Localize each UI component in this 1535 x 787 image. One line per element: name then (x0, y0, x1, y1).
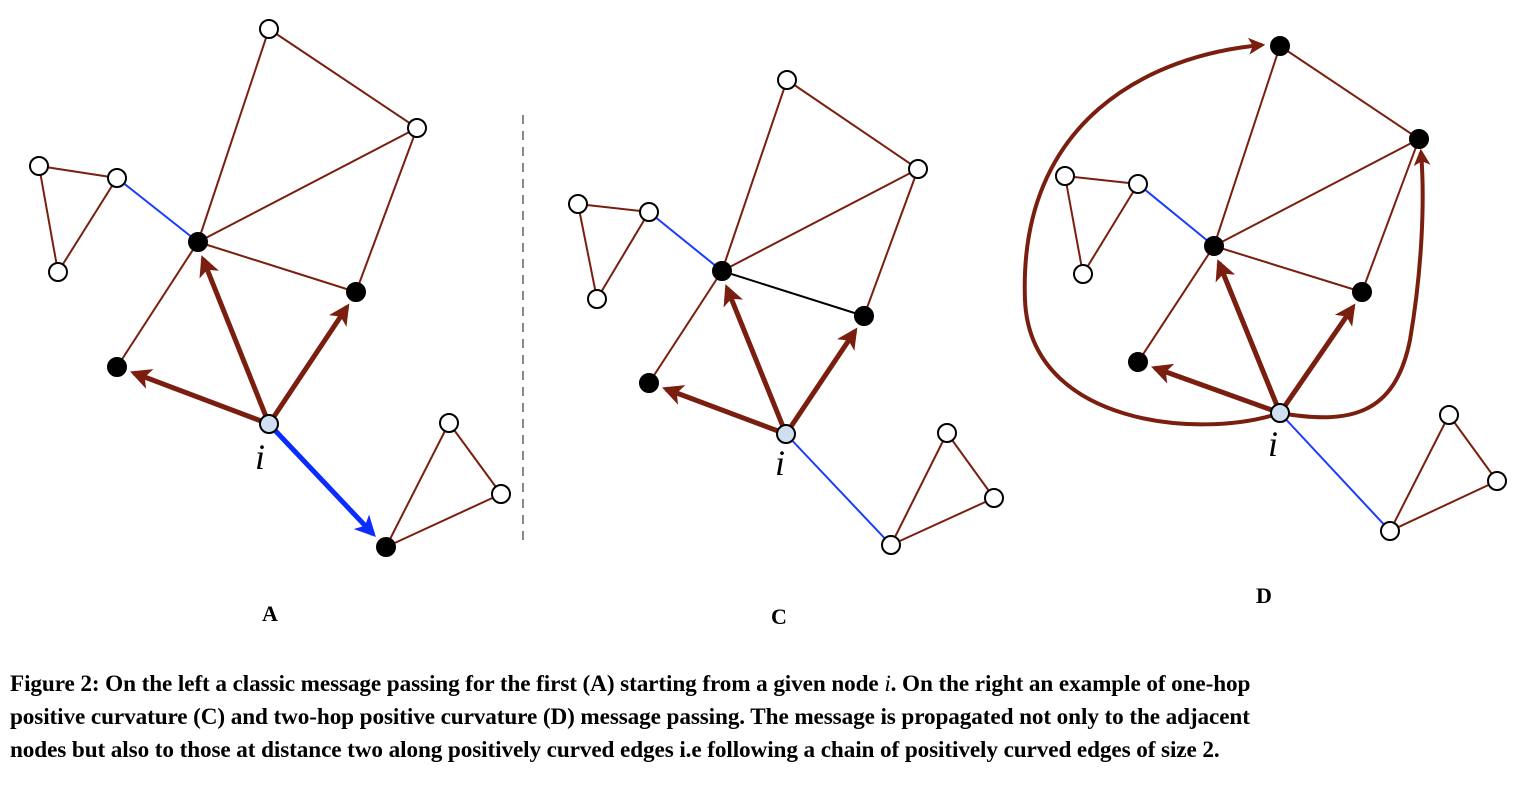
panel-d-edges (1064, 45, 1498, 532)
arrow-d-to-left (1151, 363, 1281, 416)
panel-label-a: A (262, 601, 278, 626)
panel-a-bridge-edge (116, 177, 199, 243)
arrow-d-to-right (1277, 303, 1356, 415)
figure-canvas: i A (29, 19, 1507, 629)
arrow-a-to-left (130, 369, 270, 427)
panel-c-black-edge (721, 270, 865, 317)
panel-d-bridge-edge-bottom (1279, 412, 1391, 532)
panel-label-d: D (1256, 583, 1272, 608)
arrow-c-to-hub (723, 284, 789, 435)
caption-node-i: i (884, 671, 891, 697)
center-node-a (259, 414, 279, 434)
panel-d-message-arrows (1151, 259, 1356, 416)
arrow-a-to-hub (199, 255, 272, 425)
panel-c-bridge-edge-top (648, 211, 723, 272)
panel-a-message-arrows (130, 255, 350, 427)
center-node-c (776, 424, 796, 444)
arrow-d-to-hub (1215, 259, 1283, 414)
arrow-c-to-right (783, 327, 858, 436)
node-i-label-d: i (1268, 424, 1278, 464)
arrow-a-to-right (266, 303, 350, 426)
arrow-d-curve-top (1022, 37, 1281, 427)
panel-c-bridge-edge-bottom (785, 433, 892, 546)
center-node-d (1270, 403, 1290, 423)
panel-c-nodes (568, 70, 1004, 555)
figure: i A (29, 19, 1507, 629)
caption-line-1: Figure 2: On the left a classic message … (10, 668, 1532, 701)
node-i-label-a: i (255, 437, 265, 477)
panel-d: i D (1022, 36, 1507, 608)
panel-c: i C (568, 70, 1004, 629)
panel-a: i A (29, 19, 511, 626)
panel-c-message-arrows (662, 284, 858, 437)
caption-line-3: nodes but also to those at distance two … (10, 737, 1220, 763)
arrow-a-blue (267, 422, 376, 538)
caption-line-2: positive curvature (C) and two-hop posit… (10, 704, 1250, 730)
panel-d-bridge-edge-top (1137, 183, 1215, 247)
arrow-c-to-left (662, 385, 787, 437)
panel-a-nodes (29, 19, 511, 557)
arrow-d-curve-right (1279, 148, 1431, 420)
panel-label-c: C (771, 604, 787, 629)
caption-line-1-b: . On the right an example of one-hop (890, 671, 1251, 697)
panel-a-edges (38, 28, 502, 548)
panel-d-nodes (1055, 36, 1507, 541)
caption-line-1-a: Figure 2: On the left a classic message … (10, 671, 885, 697)
node-i-label-c: i (775, 443, 785, 483)
panel-c-edges (577, 79, 995, 546)
figure-caption: Figure 2: On the left a classic message … (10, 668, 1532, 767)
